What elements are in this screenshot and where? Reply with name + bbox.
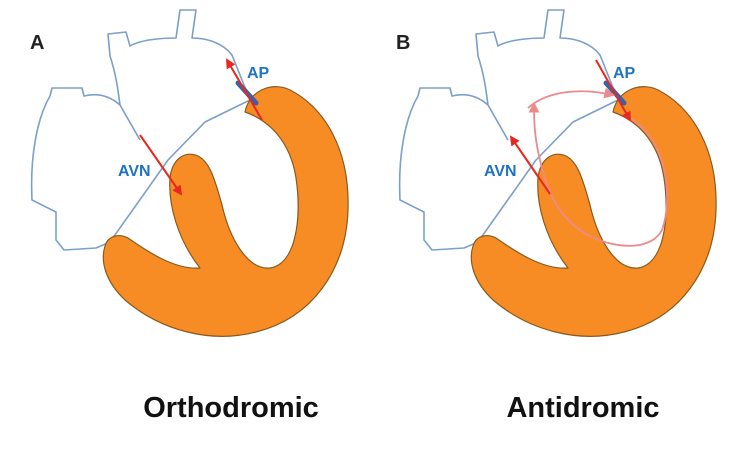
ap-arrow-b (595, 59, 631, 122)
avn-label-b: AVN (484, 163, 517, 180)
caption-b: Antidromic (506, 392, 659, 424)
heart-outline-a (32, 10, 348, 336)
circuit-loop-b (528, 101, 668, 247)
panel-a: A AP AVN Orthodromic (30, 10, 348, 424)
avn-label-a: AVN (118, 163, 151, 180)
circuit-loop-top-b (527, 87, 616, 109)
panel-letter-a: A (30, 32, 44, 54)
ap-label-b: AP (613, 65, 636, 82)
avn-arrow-a (139, 134, 183, 196)
avn-arrow-b (509, 135, 551, 195)
panel-letter-b: B (396, 32, 410, 54)
caption-a: Orthodromic (143, 392, 319, 424)
heart-outline-b (400, 10, 716, 336)
ap-label-a: AP (247, 65, 270, 82)
ap-arrow-a (225, 58, 263, 121)
panel-b: B AP AVN Antidromic (396, 10, 716, 424)
